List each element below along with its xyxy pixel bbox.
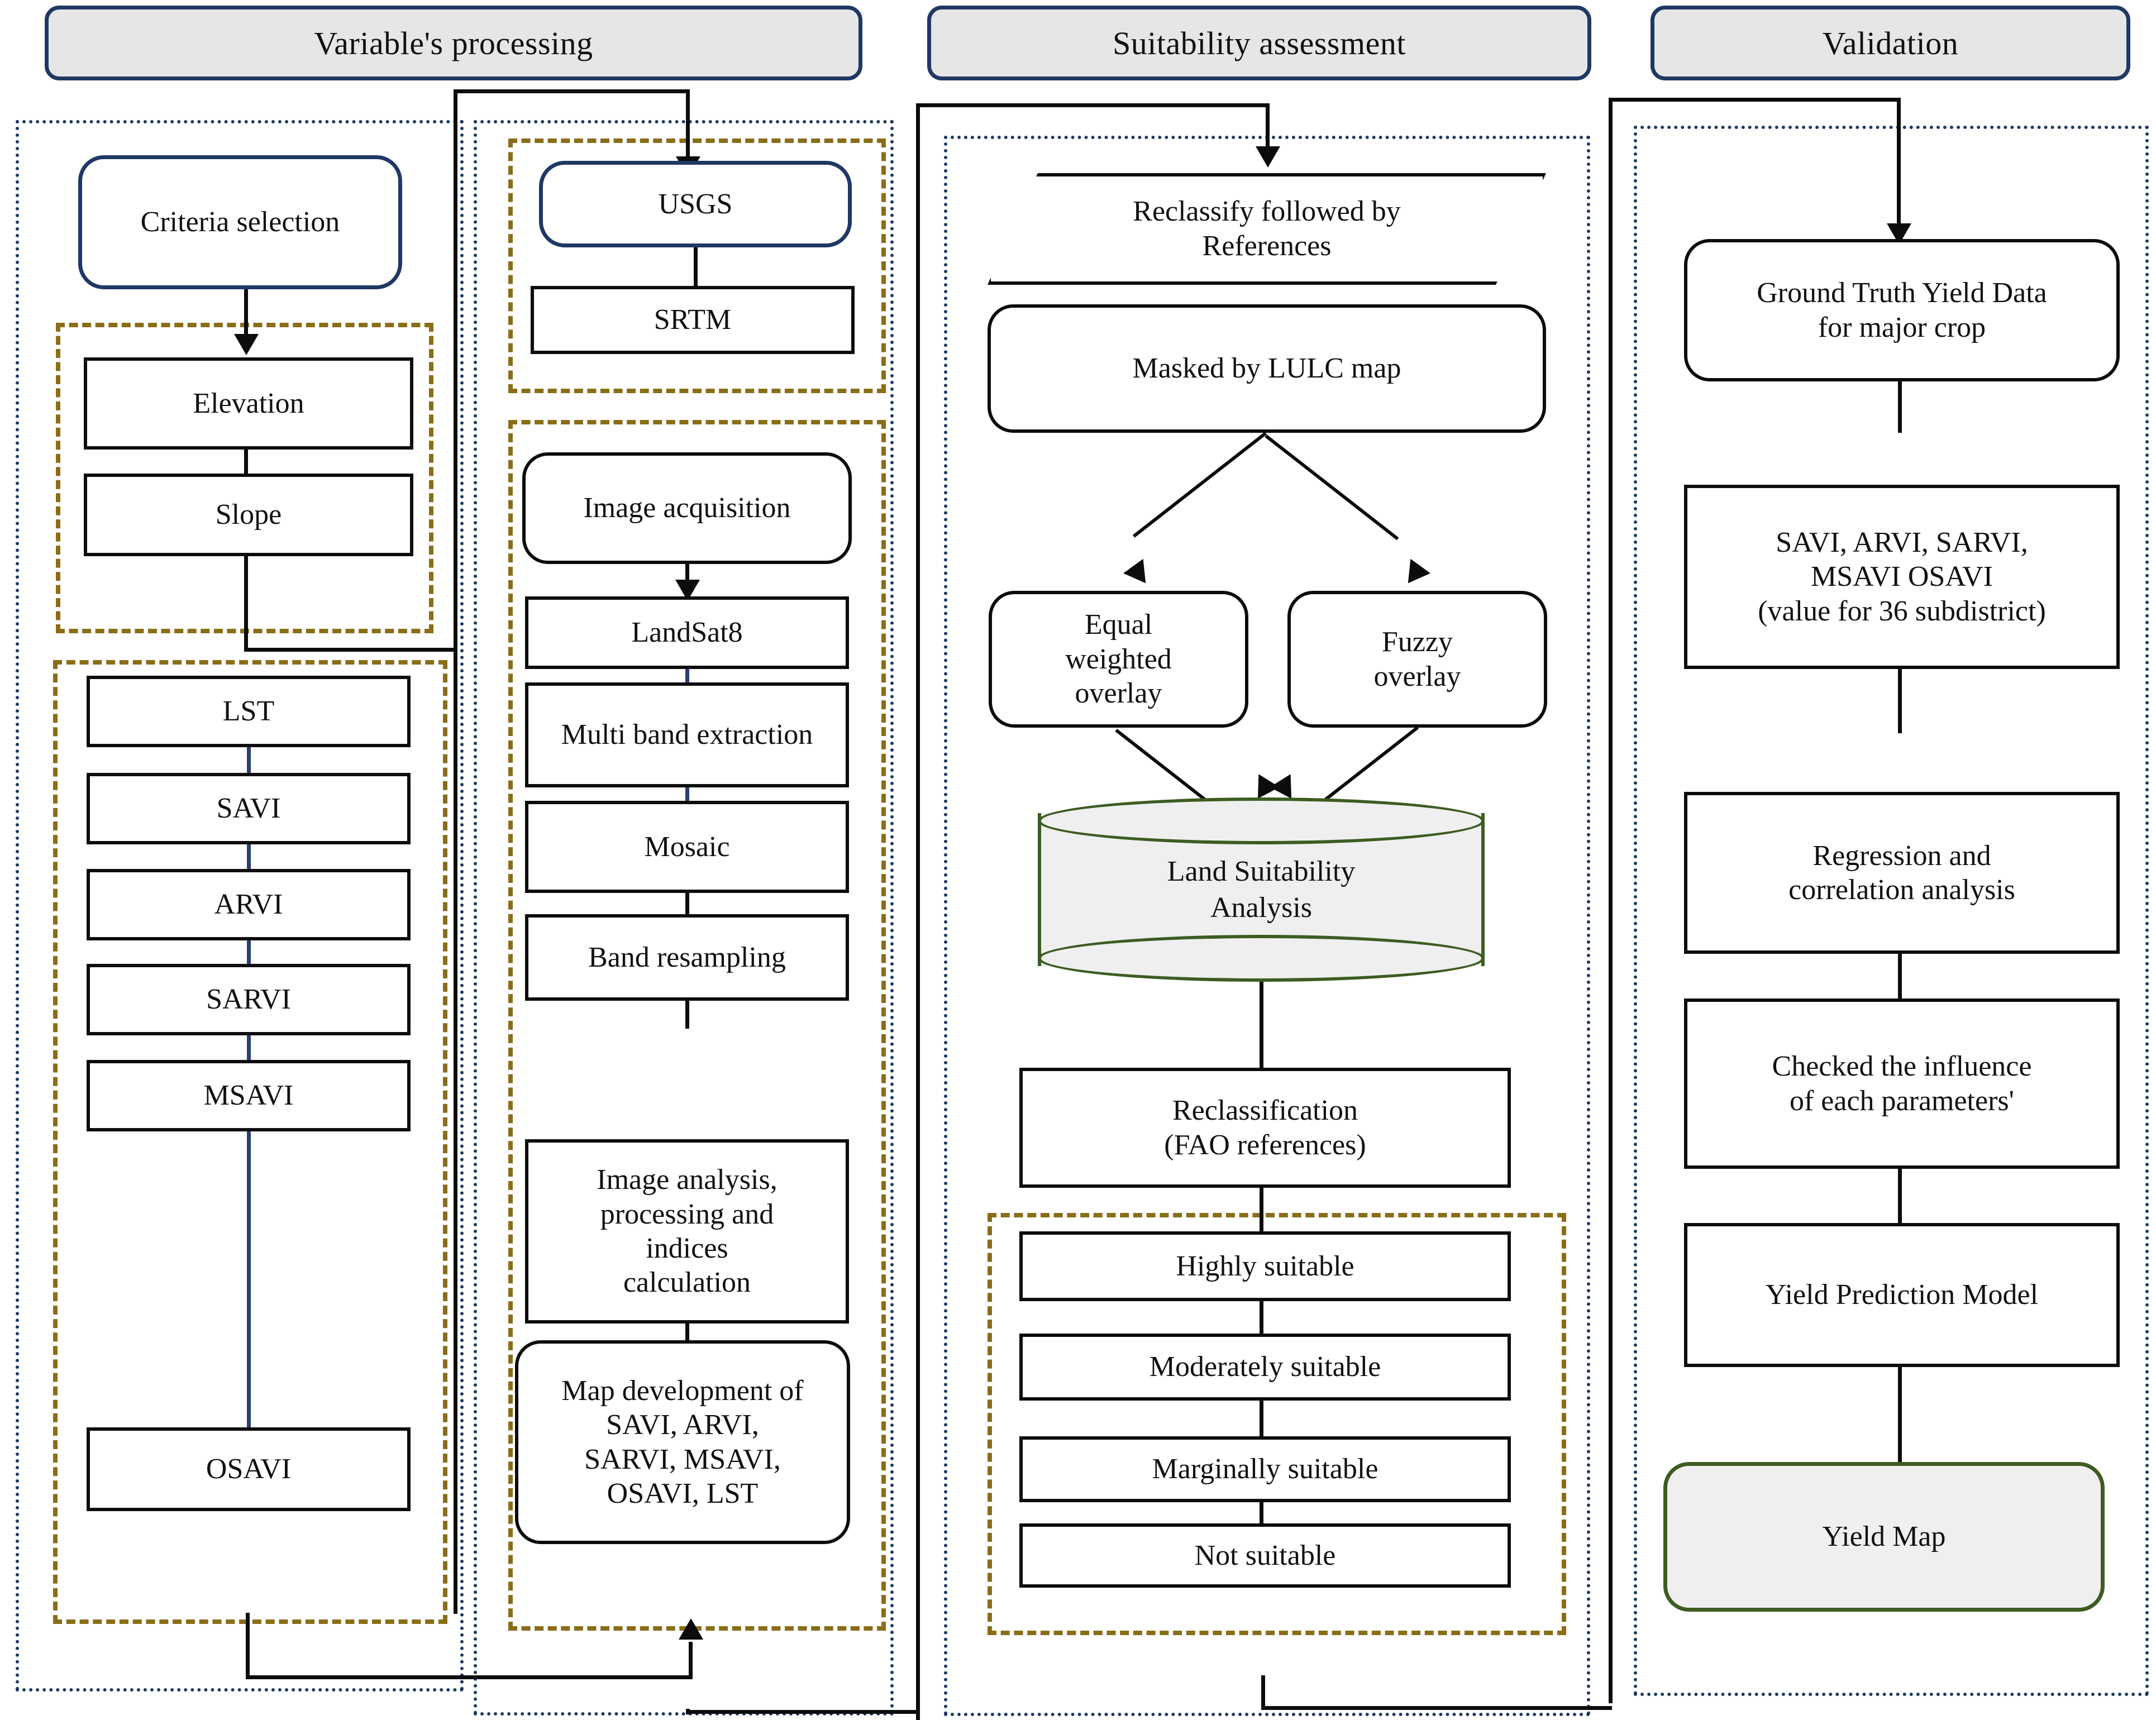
node-regression-correlation[interactable]: Regression and correlation analysis	[1684, 792, 2120, 954]
route-to-usgs-vertical	[686, 89, 690, 165]
node-class-highly-suitable[interactable]: Highly suitable	[1019, 1231, 1511, 1301]
group-data-source	[508, 138, 886, 393]
cylinder-bottom-ellipse	[1038, 935, 1485, 982]
connector-elevation-to-slope	[244, 450, 248, 475]
top-route-variables-vertical-down	[454, 89, 457, 1614]
connector-class-1-2	[1260, 1301, 1263, 1341]
node-class-marginally-suitable[interactable]: Marginally suitable	[1019, 1436, 1511, 1502]
top-route-suitability-vertical-left	[916, 103, 920, 1720]
connector-usgs-srtm	[694, 247, 698, 289]
connector-acquisition-landsat	[685, 564, 689, 593]
connector-groundtruth-indices	[1898, 381, 1902, 433]
node-checked-influence[interactable]: Checked the influence of each parameters…	[1684, 998, 2120, 1169]
suitability-to-validation-horizontal	[1261, 1706, 1612, 1710]
connector-sarvi-msavi	[247, 1035, 251, 1062]
connector-slope-down	[244, 556, 248, 651]
node-masked-by-lulc[interactable]: Masked by LULC map	[988, 304, 1546, 433]
node-elevation[interactable]: Elevation	[84, 357, 413, 450]
connector-msavi-osavi	[247, 1131, 251, 1430]
phase-container-validation	[1634, 126, 2149, 1696]
node-index-savi[interactable]: SAVI	[87, 773, 411, 844]
node-index-msavi[interactable]: MSAVI	[87, 1060, 411, 1131]
connector-analysis-mapdev	[685, 1324, 689, 1344]
connector-class-3-4	[1260, 1502, 1263, 1526]
cylinder-top-ellipse	[1038, 797, 1485, 844]
connector-indices-regression	[1898, 669, 1902, 733]
top-route-suitability-horizontal	[916, 103, 1268, 107]
node-multi-band-extraction[interactable]: Multi band extraction	[525, 682, 849, 787]
phase-header-suitability: Suitability assessment	[927, 6, 1591, 80]
node-validation-indices[interactable]: SAVI, ARVI, SARVI, MSAVI OSAVI (value fo…	[1684, 485, 2120, 669]
node-landsat8[interactable]: LandSat8	[525, 596, 849, 669]
connector-mosaic-resampling	[685, 893, 689, 916]
node-image-acquisition[interactable]: Image acquisition	[522, 452, 852, 564]
node-class-not-suitable[interactable]: Not suitable	[1019, 1523, 1511, 1588]
node-ground-truth-yield[interactable]: Ground Truth Yield Data for major crop	[1684, 239, 2120, 381]
node-index-arvi[interactable]: ARVI	[87, 869, 411, 940]
node-index-osavi[interactable]: OSAVI	[87, 1427, 411, 1511]
node-yield-prediction-model[interactable]: Yield Prediction Model	[1684, 1223, 2120, 1367]
node-usgs[interactable]: USGS	[539, 161, 852, 247]
connector-influence-yieldmodel	[1898, 1169, 1902, 1230]
node-yield-map[interactable]: Yield Map	[1663, 1462, 2105, 1612]
connector-landsat-multiband	[685, 669, 689, 685]
node-class-moderately-suitable[interactable]: Moderately suitable	[1019, 1334, 1511, 1401]
node-mosaic[interactable]: Mosaic	[525, 801, 849, 893]
parallelogram-shape	[988, 173, 1546, 285]
node-image-analysis[interactable]: Image analysis, processing and indices c…	[525, 1139, 849, 1324]
node-srtm[interactable]: SRTM	[531, 286, 855, 354]
connector-reclassification-classes	[1260, 1188, 1263, 1238]
node-index-lst[interactable]: LST	[87, 676, 411, 747]
bottom-route-indices-horizontal	[246, 1675, 693, 1679]
node-index-sarvi[interactable]: SARVI	[87, 964, 411, 1035]
connector-slope-right	[244, 648, 455, 652]
phase-header-validation: Validation	[1651, 6, 2130, 80]
phase-header-variables: Variable's processing	[45, 6, 862, 80]
connector-class-2-3	[1260, 1401, 1263, 1441]
connector-criteria-to-elevation	[244, 289, 248, 351]
node-criteria-selection[interactable]: Criteria selection	[78, 155, 402, 289]
connector-yieldmodel-yieldmap	[1898, 1367, 1902, 1468]
node-land-suitability-analysis[interactable]: Land Suitability Analysis	[1038, 797, 1485, 982]
top-route-variables-horizontal	[454, 89, 689, 93]
connector-arvi-sarvi	[247, 940, 251, 967]
bottom-route-indices-vertical	[246, 1613, 250, 1679]
connector-regression-influence	[1898, 954, 1902, 1007]
suitability-bottom-vertical	[1261, 1675, 1265, 1709]
top-route-validation-vertical-left	[1609, 98, 1613, 1703]
node-equal-weighted-overlay[interactable]: Equal weighted overlay	[989, 591, 1248, 728]
top-route-validation-horizontal	[1609, 98, 1899, 102]
route-to-groundtruth-vertical	[1897, 98, 1901, 232]
group-spectral-indices	[53, 660, 447, 1624]
phase-container-variables-left	[16, 120, 464, 1692]
node-fuzzy-overlay[interactable]: Fuzzy overlay	[1287, 591, 1547, 728]
node-reclassification-fao[interactable]: Reclassification (FAO references)	[1019, 1068, 1511, 1188]
route-to-reclassify-vertical	[1266, 103, 1270, 156]
arrow-into-map-development	[679, 1618, 703, 1640]
bottom-route-to-map-vertical	[689, 1642, 693, 1676]
node-reclassify-references[interactable]: Reclassify followed by References	[988, 173, 1546, 285]
node-band-resampling[interactable]: Band resampling	[525, 914, 849, 1001]
connector-resampling-analysis	[685, 1001, 689, 1029]
phase-container-variables-right	[474, 120, 894, 1716]
connector-multiband-mosaic	[685, 787, 689, 803]
connector-savi-arvi	[247, 844, 251, 871]
arrow-criteria-to-elevation	[234, 334, 259, 355]
connector-analysis-reclassification	[1260, 982, 1263, 1071]
connector-lst-savi	[247, 747, 251, 774]
node-slope[interactable]: Slope	[84, 474, 413, 556]
arrow-to-reclassify	[1256, 146, 1280, 168]
variables-to-suitability-horizontal	[686, 1710, 918, 1714]
node-map-development[interactable]: Map development of SAVI, ARVI, SARVI, MS…	[515, 1340, 850, 1544]
group-suitability-classes	[988, 1213, 1566, 1635]
